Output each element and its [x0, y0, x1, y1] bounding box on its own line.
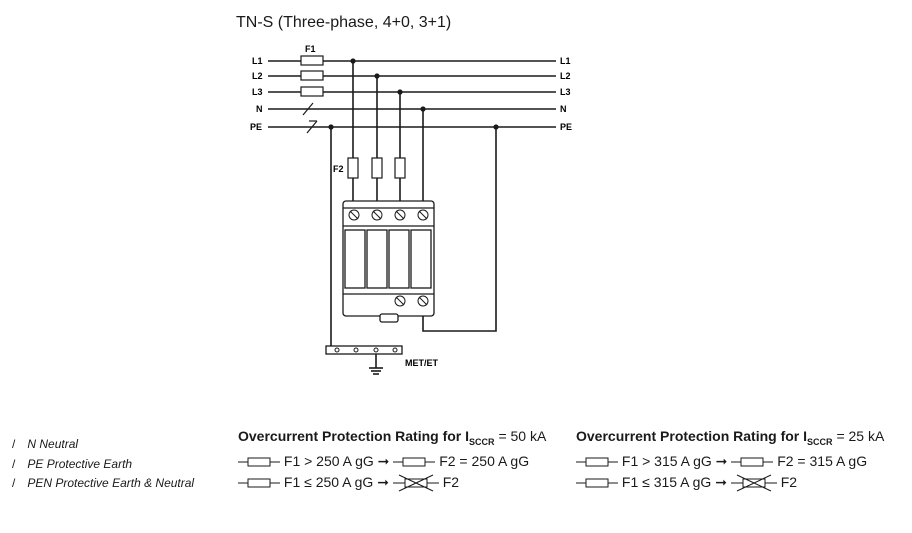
- label-n-right: N: [560, 104, 567, 114]
- label-pe-right: PE: [560, 122, 572, 132]
- spd-device: [325, 200, 435, 355]
- f2-fuses: [347, 157, 406, 179]
- legend-pe: / PE Protective Earth: [12, 457, 133, 471]
- rating-row-25ka-2: F1 ≤ 315 A gG ➞ F2: [576, 474, 797, 492]
- legend-pen: / PEN Protective Earth & Neutral: [12, 476, 195, 490]
- fuse-crossed-icon: [392, 474, 439, 492]
- rating-row-50ka-2: F1 ≤ 250 A gG ➞ F2: [238, 474, 459, 492]
- fuse-icon: [731, 457, 774, 467]
- label-l1-left: L1: [252, 56, 263, 66]
- fuse-icon: [576, 457, 618, 467]
- rating-row-25ka-1: F1 > 315 A gG ➞ F2 = 315 A gG: [576, 453, 867, 470]
- wiring-diagram: L1 L2 L3 N PE L1 L2 L3 N PE F1 F2 MET/ET: [250, 44, 572, 375]
- fuse-icon: [576, 478, 618, 488]
- label-n-left: N: [256, 104, 263, 114]
- label-l2-left: L2: [252, 71, 263, 81]
- legend-neutral: / N Neutral: [12, 437, 79, 451]
- rating-row-50ka-1: F1 > 250 A gG ➞ F2 = 250 A gG: [238, 453, 529, 470]
- label-met: MET/ET: [405, 358, 439, 368]
- label-pe-left: PE: [250, 122, 262, 132]
- rating-heading-50ka: Overcurrent Protection Rating for ISCCR …: [238, 428, 547, 447]
- f1-fuses: [300, 55, 324, 97]
- diagram-title: TN-S (Three-phase, 4+0, 3+1): [236, 14, 452, 31]
- fuse-icon: [238, 478, 280, 488]
- label-f2: F2: [333, 164, 344, 174]
- junctions: [328, 58, 499, 130]
- label-f1: F1: [305, 44, 316, 54]
- label-l1-right: L1: [560, 56, 571, 66]
- fuse-crossed-icon: [730, 474, 777, 492]
- label-l2-right: L2: [560, 71, 571, 81]
- fuse-icon: [393, 457, 436, 467]
- rating-heading-25ka: Overcurrent Protection Rating for ISCCR …: [576, 428, 885, 447]
- label-l3-right: L3: [560, 87, 571, 97]
- fuse-icon: [238, 457, 280, 467]
- label-l3-left: L3: [252, 87, 263, 97]
